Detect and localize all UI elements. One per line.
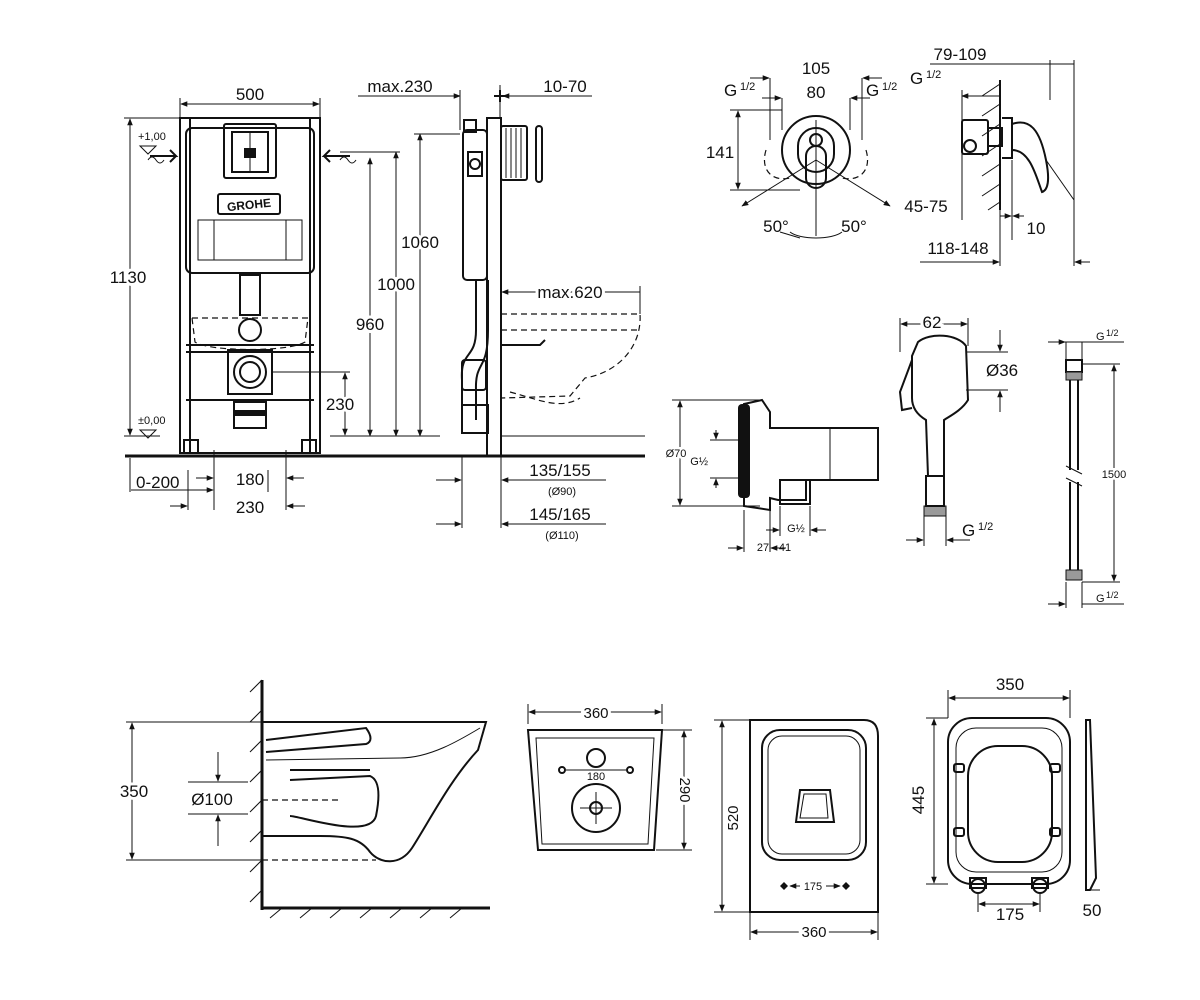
bolt-spacing-back: 180 <box>587 771 605 783</box>
mixer-front-view: 105 80 G 1/2 G 1/2 141 50° 50° 45-75 <box>706 59 948 239</box>
angle-left: 50° <box>763 217 789 236</box>
dim-max-230: max.230 <box>367 77 432 96</box>
grohe-logo-plate <box>217 193 281 215</box>
hose: G 1/2 1500 G 1/2 <box>1048 328 1129 608</box>
dim-141: 141 <box>706 143 734 162</box>
g-side-frac: 1/2 <box>926 69 941 81</box>
dim-d70: Ø70 <box>666 448 687 460</box>
hose-length: 1500 <box>1102 469 1126 481</box>
toilet-seat: 350 445 175 50 <box>906 675 1102 924</box>
dim-79-109: 79-109 <box>934 45 987 64</box>
dim-10-70: 10-70 <box>543 77 586 96</box>
level-zero: ±0,00 <box>138 415 165 427</box>
top-length: 520 <box>725 805 742 830</box>
dim-105: 105 <box>802 59 830 78</box>
dim-80: 80 <box>807 83 826 102</box>
dim-1000: 1000 <box>377 275 415 294</box>
g-side: G <box>910 69 923 88</box>
dim-118-148: 118-148 <box>927 239 988 258</box>
grohe-logo: GROHE <box>226 196 271 215</box>
frame-dimensions: 500 1130 +1,00 ±0,00 0-200 180 230 <box>107 85 440 517</box>
back-width: 360 <box>583 705 608 722</box>
bowl-outline-dashed <box>191 317 309 351</box>
top-width: 360 <box>801 924 826 941</box>
g-hose-bottom: G <box>1096 593 1105 605</box>
seat-width: 350 <box>996 675 1024 694</box>
dim-145-165: 145/165 <box>529 505 590 524</box>
level-top: +1,00 <box>138 131 166 143</box>
dim-10: 10 <box>1027 219 1046 238</box>
g-half-conn: G½ <box>690 456 708 468</box>
dim-1060: 1060 <box>401 233 439 252</box>
dim-d110: (Ø110) <box>545 530 578 542</box>
seat-thickness: 50 <box>1083 901 1102 920</box>
bolt-spacing-top: 175 <box>804 881 822 893</box>
installation-frame-front: GROHE <box>147 117 357 454</box>
g-left: G <box>724 81 737 100</box>
dim-0-200: 0-200 <box>136 473 179 492</box>
dim-d36: Ø36 <box>986 361 1018 380</box>
toilet-top-view: 175 520 360 <box>714 719 879 944</box>
toilet-height: 350 <box>120 782 148 801</box>
g-hose-top: G <box>1096 331 1105 343</box>
wall-connector: G½ Ø70 G½ 27 - 41 <box>663 398 879 554</box>
dim-230-bottom: 230 <box>236 498 264 517</box>
installation-frame-side: max.230 10-70 1060 1000 960 230 max.620 … <box>272 77 645 542</box>
toilet-outlet: Ø100 <box>191 790 233 809</box>
g-hose-top-frac: 1/2 <box>1106 328 1119 338</box>
cistern <box>185 127 315 274</box>
g-half-conn-bottom: G½ <box>787 523 805 535</box>
dim-960: 960 <box>356 315 384 334</box>
toilet-outline-dashed <box>500 313 641 399</box>
dim-d90: (Ø90) <box>548 486 576 498</box>
g-shower: G <box>962 521 975 540</box>
g-left-frac: 1/2 <box>740 81 755 93</box>
toilet-side-view: 350 Ø100 <box>117 679 490 919</box>
frame-outline <box>179 117 321 454</box>
hand-shower: 62 Ø36 G 1/2 <box>898 310 1018 546</box>
dim-230-side: 230 <box>326 395 354 414</box>
dim-1130: 1130 <box>110 268 147 287</box>
flush-plate-opening <box>223 123 277 179</box>
dim-45-75: 45-75 <box>904 197 947 216</box>
mixer-side-view: 79-109 G 1/2 10 118-148 <box>910 45 1090 266</box>
toilet-back-view: 180 360 290 <box>526 702 696 851</box>
dim-max-620: max.620 <box>537 283 602 302</box>
g-right-frac: 1/2 <box>882 81 897 93</box>
side-frame-column <box>486 117 502 457</box>
dim-62: 62 <box>923 313 942 332</box>
dim-27-41: 27 - 41 <box>757 542 791 554</box>
seat-hinge-spacing: 175 <box>996 905 1024 924</box>
g-hose-bottom-frac: 1/2 <box>1106 590 1119 600</box>
g-shower-frac: 1/2 <box>978 521 993 533</box>
seat-length: 445 <box>909 786 928 814</box>
dim-500: 500 <box>236 85 264 104</box>
dim-135-155: 135/155 <box>529 461 590 480</box>
dim-180: 180 <box>236 470 264 489</box>
g-right: G <box>866 81 879 100</box>
angle-right: 50° <box>841 217 867 236</box>
back-height: 290 <box>676 777 693 802</box>
